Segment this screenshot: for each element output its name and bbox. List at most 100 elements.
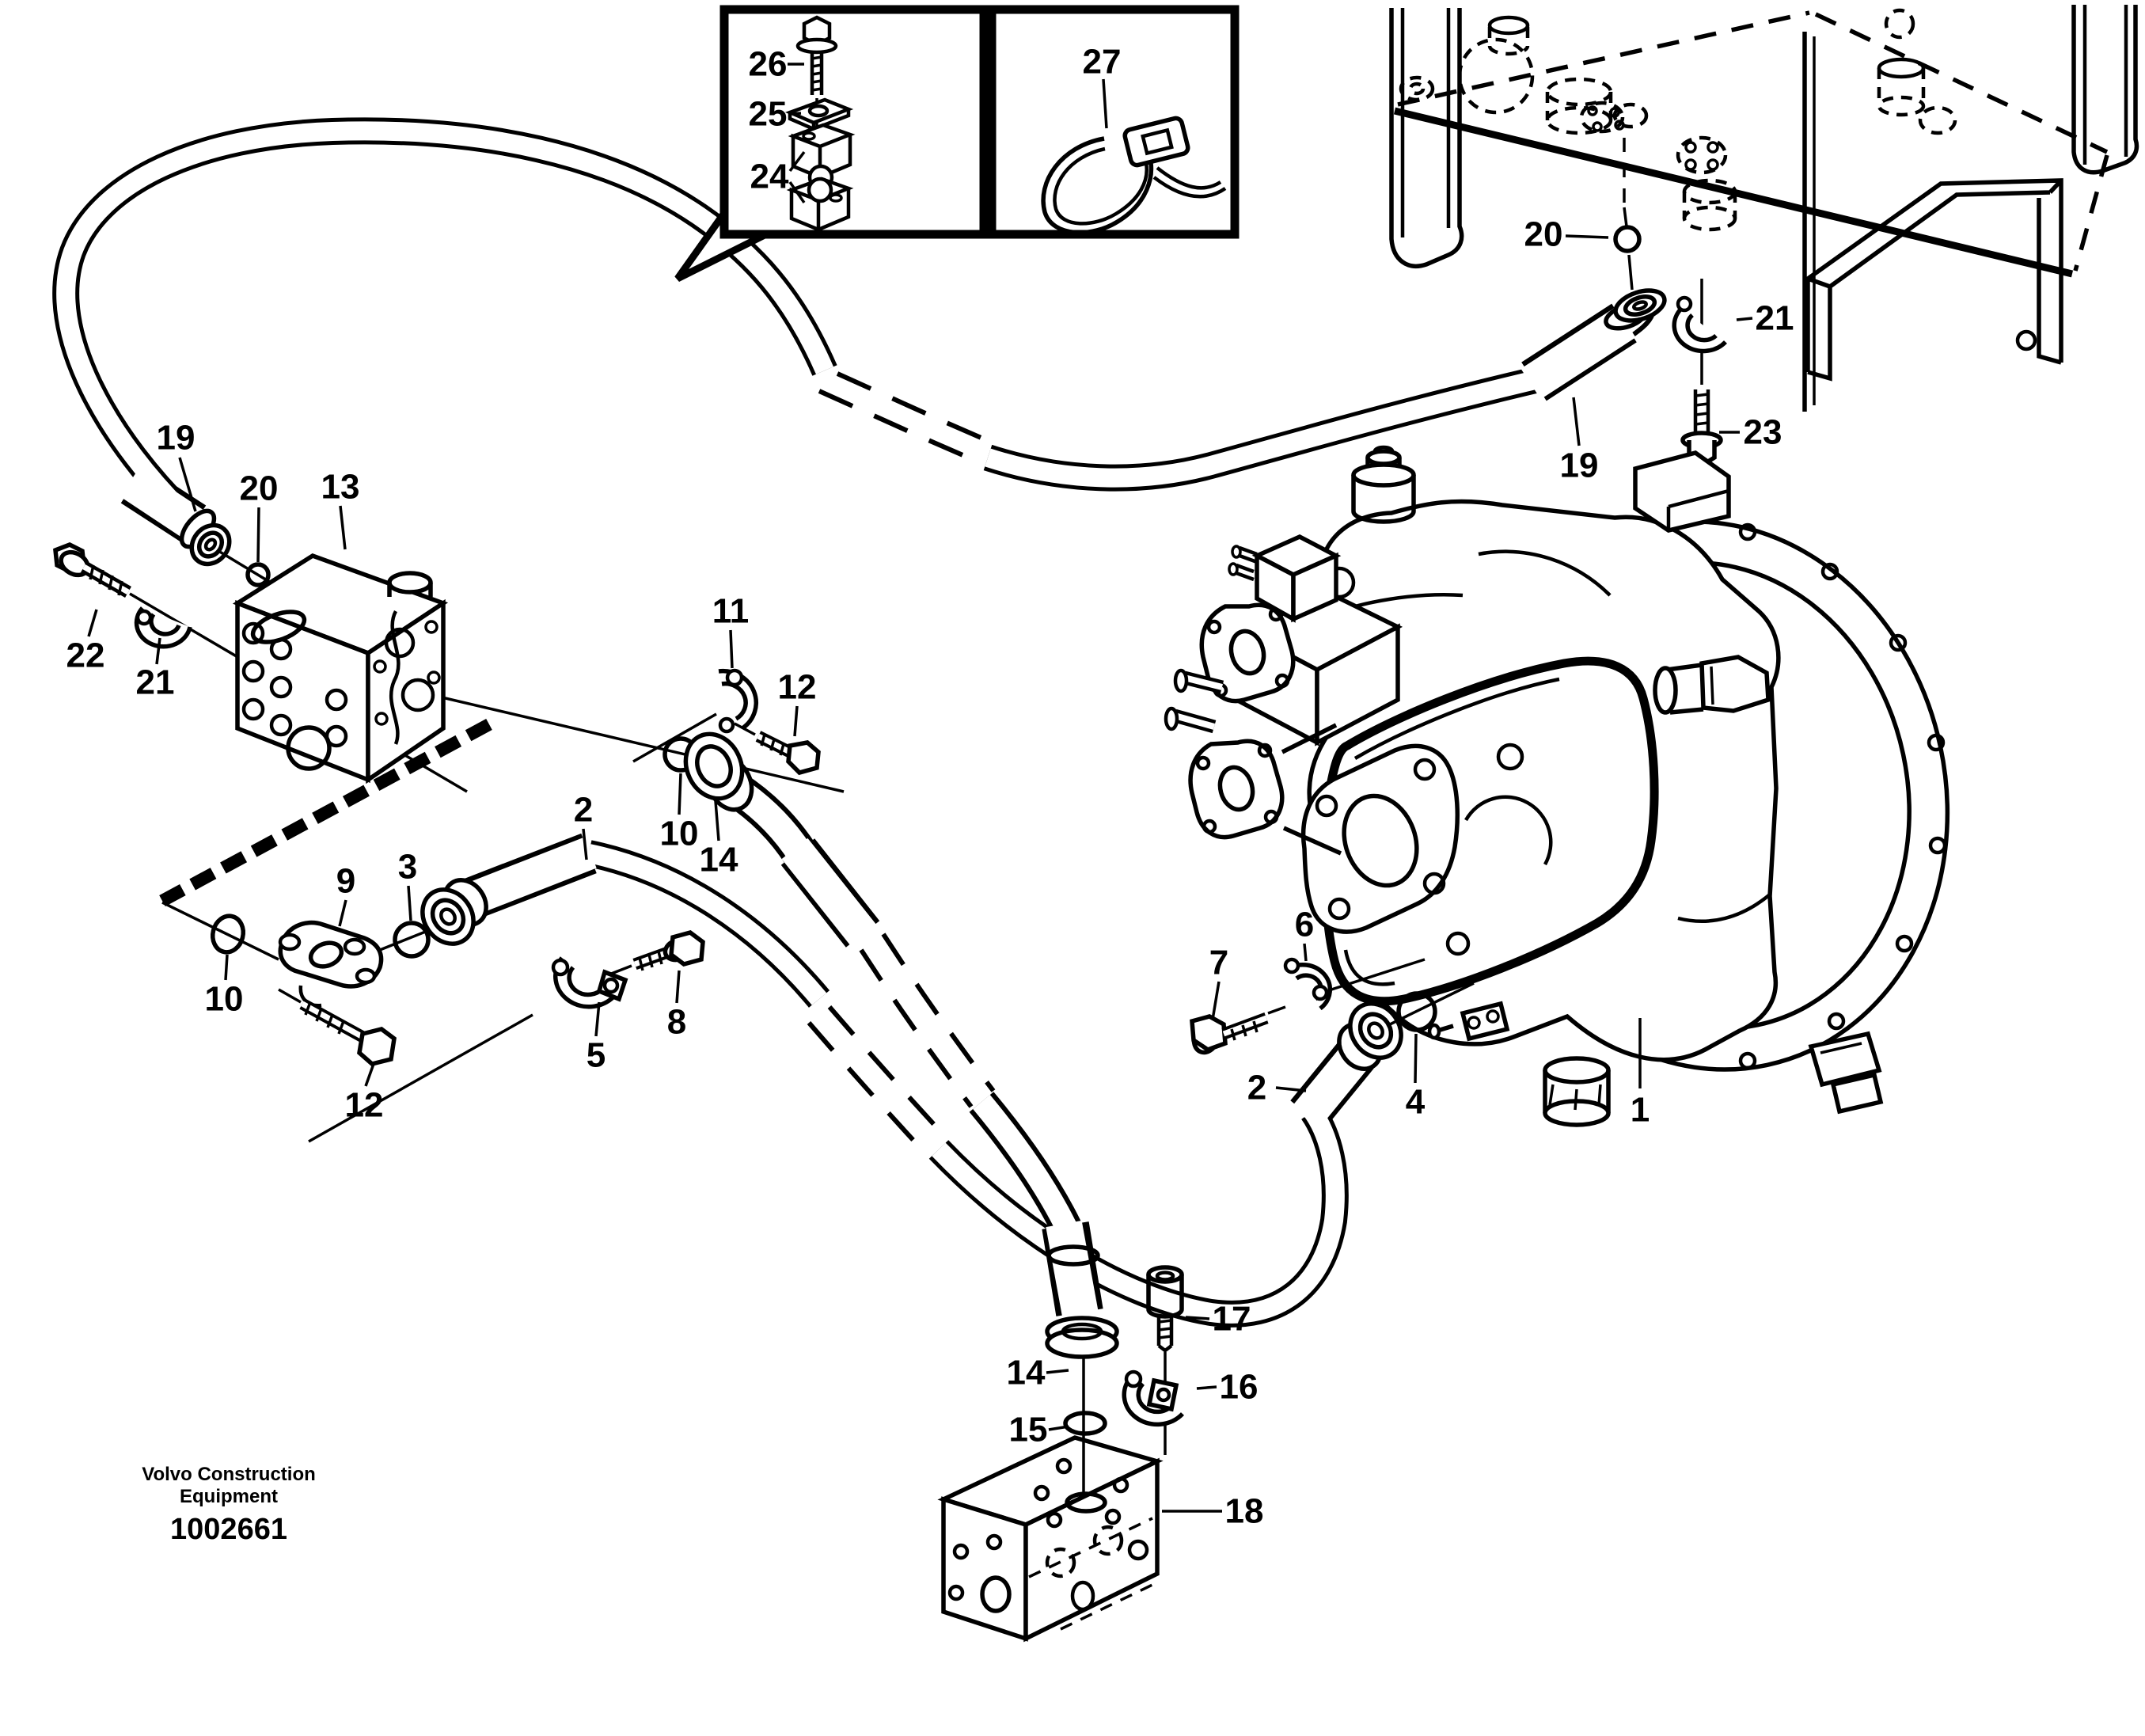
callout-leader-line (678, 773, 682, 815)
callout-leader-line (87, 609, 98, 637)
part-number-label: 20 (1524, 215, 1563, 254)
pump-assembly-1 (1164, 445, 1950, 1127)
callout-clamp-5: 5 (587, 1001, 606, 1075)
callout-leader-line (675, 970, 681, 1004)
part-number-label: 9 (336, 862, 355, 901)
o-ring-20-left-part (245, 562, 271, 587)
callout-leader-line (594, 1001, 601, 1037)
callout-leader-line (1211, 981, 1221, 1020)
callout-o-ring-10-center: 10 (660, 773, 699, 853)
callout-screw-12-lower: 12 (345, 1063, 384, 1125)
callout-leader-line (1303, 943, 1308, 962)
callout-leader-line (339, 505, 347, 550)
callout-leader-line (582, 828, 588, 860)
part-number-label: 16 (1220, 1368, 1259, 1407)
callout-o-ring-4: 4 (1406, 1033, 1426, 1122)
screw-12-lower-part (278, 988, 397, 1067)
part-number-label: 21 (1756, 299, 1794, 338)
part-number-label: 12 (345, 1086, 384, 1125)
part-number-label: 19 (157, 419, 196, 458)
part-number-label: 21 (136, 663, 175, 702)
part-number-label: 12 (778, 668, 817, 707)
hose-2-part (420, 833, 1475, 1328)
brand-line1: Volvo Construction (142, 1464, 316, 1485)
part-number-label: 14 (1007, 1354, 1046, 1392)
inset-box-hose-clamp (987, 5, 1240, 239)
callout-leader-line (788, 181, 806, 203)
callout-flange-elbow-9: 9 (336, 862, 355, 927)
callout-o-ring-20-upper: 20 (1524, 215, 1609, 254)
callout-clamp-21-left: 21 (136, 637, 175, 702)
callout-screw-12-upper: 12 (778, 668, 817, 737)
clamp-5-part (308, 956, 632, 1143)
callout-leader-line (1046, 1369, 1069, 1374)
hose-14-upper-part (683, 731, 1081, 1236)
callout-clamp-16: 16 (1196, 1368, 1259, 1407)
callout-hose-19-left: 19 (157, 419, 197, 512)
figure-number: 1002661 (170, 1513, 287, 1546)
inset-box-clamp-kit (674, 5, 989, 283)
callout-hose-2-left: 2 (574, 791, 593, 860)
callout-leader-line (178, 457, 197, 512)
callout-leader-line (1102, 78, 1108, 129)
part-number-label: 7 (1209, 944, 1228, 982)
part-number-label: 14 (700, 841, 738, 879)
callout-leader-line (1736, 317, 1753, 321)
part-number-label: 3 (398, 848, 417, 887)
callout-clamp-halves-24: 24 (750, 150, 806, 203)
callout-leader-line (1275, 1086, 1307, 1092)
callout-hose-2-right: 2 (1247, 1069, 1307, 1107)
callout-valve-section-13: 13 (321, 468, 360, 550)
o-ring-10-left-part (210, 914, 246, 955)
screw-17-part (1146, 1265, 1184, 1455)
part-number-label: 17 (1213, 1300, 1251, 1339)
callout-leader-line (224, 954, 229, 981)
screw-22-part (53, 541, 131, 598)
screw-8-part (632, 929, 705, 971)
callout-leader-line (729, 629, 734, 669)
o-ring-3-part (393, 921, 431, 959)
frame-assembly (1389, 5, 2139, 412)
o-ring-4-part (1396, 991, 1437, 1032)
part-number-label: 6 (1295, 906, 1314, 944)
callout-leader-line (1196, 1385, 1217, 1390)
part-number-label: 10 (205, 980, 244, 1019)
callout-o-ring-10-left: 10 (205, 954, 244, 1019)
callout-clamp-6: 6 (1295, 906, 1314, 962)
callout-leader-line (155, 637, 161, 665)
callout-o-ring-15: 15 (1009, 1411, 1069, 1449)
part-number-label: 13 (321, 468, 360, 507)
screw-12-upper-part (734, 722, 821, 776)
part-number-label: 8 (667, 1003, 686, 1042)
part-number-label: 23 (1744, 413, 1782, 452)
callout-leader-line (788, 112, 802, 116)
footer: Volvo Construction Equipment 1002661 (142, 1464, 316, 1546)
callout-hose-14-lower: 14 (1007, 1354, 1069, 1392)
part-number-label: 22 (66, 636, 105, 675)
callout-clamp-11: 11 (712, 592, 749, 669)
valve-block-18-part (937, 1435, 1164, 1643)
callout-leader-line (1414, 1033, 1418, 1084)
part-number-label: 2 (574, 791, 593, 830)
part-number-label: 26 (749, 45, 788, 84)
part-number-label: 15 (1009, 1411, 1048, 1449)
callout-leader-line (407, 885, 412, 921)
part-number-label: 19 (1560, 446, 1599, 485)
clamp-16-part (1122, 1369, 1185, 1427)
callout-screw-7: 7 (1209, 944, 1228, 1020)
o-ring-15-part (1063, 1411, 1107, 1436)
callout-screw-22: 22 (66, 609, 105, 675)
callout-clamp-21-upper: 21 (1736, 299, 1794, 338)
part-number-label: 10 (660, 815, 699, 853)
part-number-label: 27 (1083, 43, 1122, 82)
part-number-label: 18 (1225, 1492, 1264, 1531)
part-number-label: 2 (1247, 1069, 1266, 1107)
part-number-label: 25 (749, 95, 788, 134)
callout-screw-8: 8 (667, 970, 686, 1042)
valve-section-13-part (232, 553, 845, 793)
part-number-label: 20 (240, 469, 279, 508)
clamp-21-upper-part (1672, 279, 1727, 385)
callout-plate-25: 25 (749, 95, 802, 134)
